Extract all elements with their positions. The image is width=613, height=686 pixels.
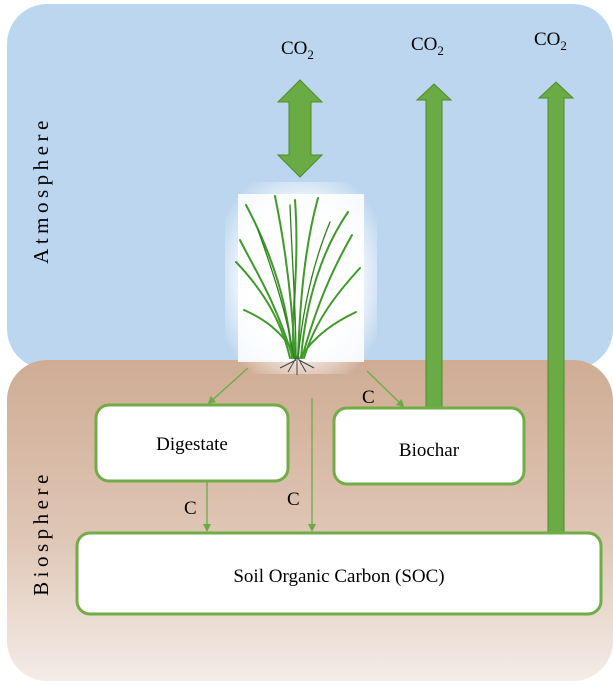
biosphere-panel bbox=[7, 360, 613, 681]
co2-base: CO bbox=[411, 34, 437, 55]
co2-base: CO bbox=[281, 38, 307, 59]
flow-label-direct: C bbox=[287, 489, 300, 510]
co2-label-exchange: CO2 bbox=[281, 38, 314, 62]
digestate-label: Digestate bbox=[156, 434, 228, 455]
co2-base: CO bbox=[534, 29, 560, 50]
atmosphere-label: Atmosphere bbox=[29, 116, 53, 264]
soc-box bbox=[75, 531, 603, 616]
biochar-box bbox=[332, 406, 526, 486]
flow-label-digestate: C bbox=[184, 498, 197, 519]
co2-exchange-double-arrow bbox=[276, 79, 324, 178]
grass-plant-icon bbox=[225, 182, 377, 375]
biosphere-label: Biosphere bbox=[29, 470, 53, 596]
soc-label: Soil Organic Carbon (SOC) bbox=[233, 566, 444, 587]
flow-label-biochar: C bbox=[362, 387, 375, 408]
flow-arrow-to-biochar bbox=[366, 370, 405, 408]
co2-subscript: 2 bbox=[560, 38, 567, 53]
digestate-box bbox=[94, 403, 290, 483]
biochar-label: Biochar bbox=[399, 440, 460, 461]
co2-subscript: 2 bbox=[307, 47, 314, 62]
co2-subscript: 2 bbox=[437, 43, 444, 58]
co2-label-soc: CO2 bbox=[534, 29, 567, 53]
co2-label-biochar: CO2 bbox=[411, 34, 444, 58]
flow-arrow-to-digestate bbox=[207, 367, 249, 405]
